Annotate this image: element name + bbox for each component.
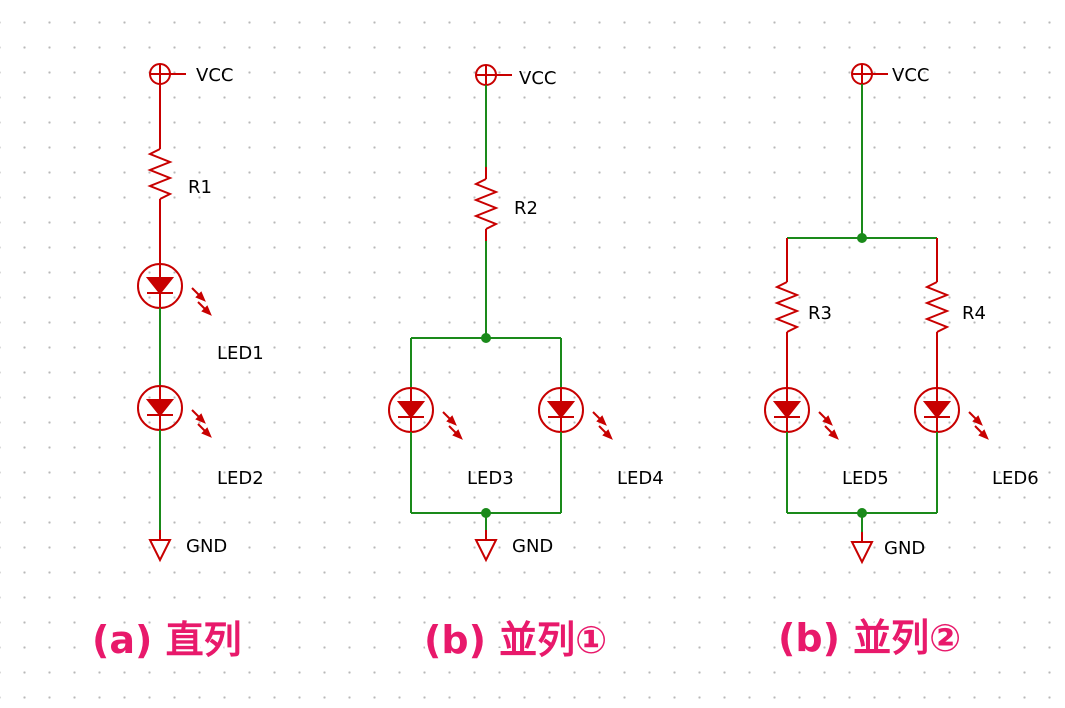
ground-symbol: [149, 529, 171, 561]
circuit-caption: (a) 直列: [92, 618, 242, 662]
resistor-label: R1: [188, 177, 212, 198]
vcc-symbol: [851, 63, 889, 85]
circuit-a: VCC R1 LED1 LED2 GND (a) 直列: [89, 63, 264, 665]
led-led2: [137, 385, 211, 437]
led-led5: [764, 387, 838, 439]
circuit-b2: VCC R3 R4 LED5 LED6 GND (b) 並列②: [764, 63, 1039, 663]
circuit-b1: VCC R2 LED3 LED4 GND (b) 並列①: [388, 64, 664, 665]
circuit-caption: (b) 並列①: [424, 618, 607, 662]
led-led4: [538, 387, 612, 439]
gnd-label: GND: [186, 536, 227, 557]
gnd-label: GND: [884, 538, 925, 559]
resistor-label: R3: [808, 303, 832, 324]
gnd-label: GND: [512, 536, 553, 557]
led-led1: [137, 263, 211, 315]
led-label: LED2: [217, 468, 264, 489]
led-led6: [914, 387, 988, 439]
led-label: LED6: [992, 468, 1039, 489]
resistor-r3: [776, 269, 798, 345]
vcc-label: VCC: [196, 65, 233, 86]
circuit-caption: (b) 並列②: [778, 616, 961, 660]
resistor-label: R2: [514, 198, 538, 219]
ground-symbol: [475, 529, 497, 561]
led-label: LED1: [217, 343, 264, 364]
vcc-label: VCC: [519, 68, 556, 89]
led-label: LED5: [842, 468, 889, 489]
vcc-label: VCC: [892, 65, 929, 86]
led-label: LED3: [467, 468, 514, 489]
vcc-symbol: [149, 63, 187, 85]
led-label: LED4: [617, 468, 664, 489]
ground-symbol: [851, 531, 873, 563]
vcc-symbol: [475, 64, 513, 86]
resistor-r1: [149, 136, 171, 212]
resistor-r4: [926, 269, 948, 345]
resistor-r2: [475, 166, 497, 242]
resistor-label: R4: [962, 303, 986, 324]
led-led3: [388, 387, 462, 439]
